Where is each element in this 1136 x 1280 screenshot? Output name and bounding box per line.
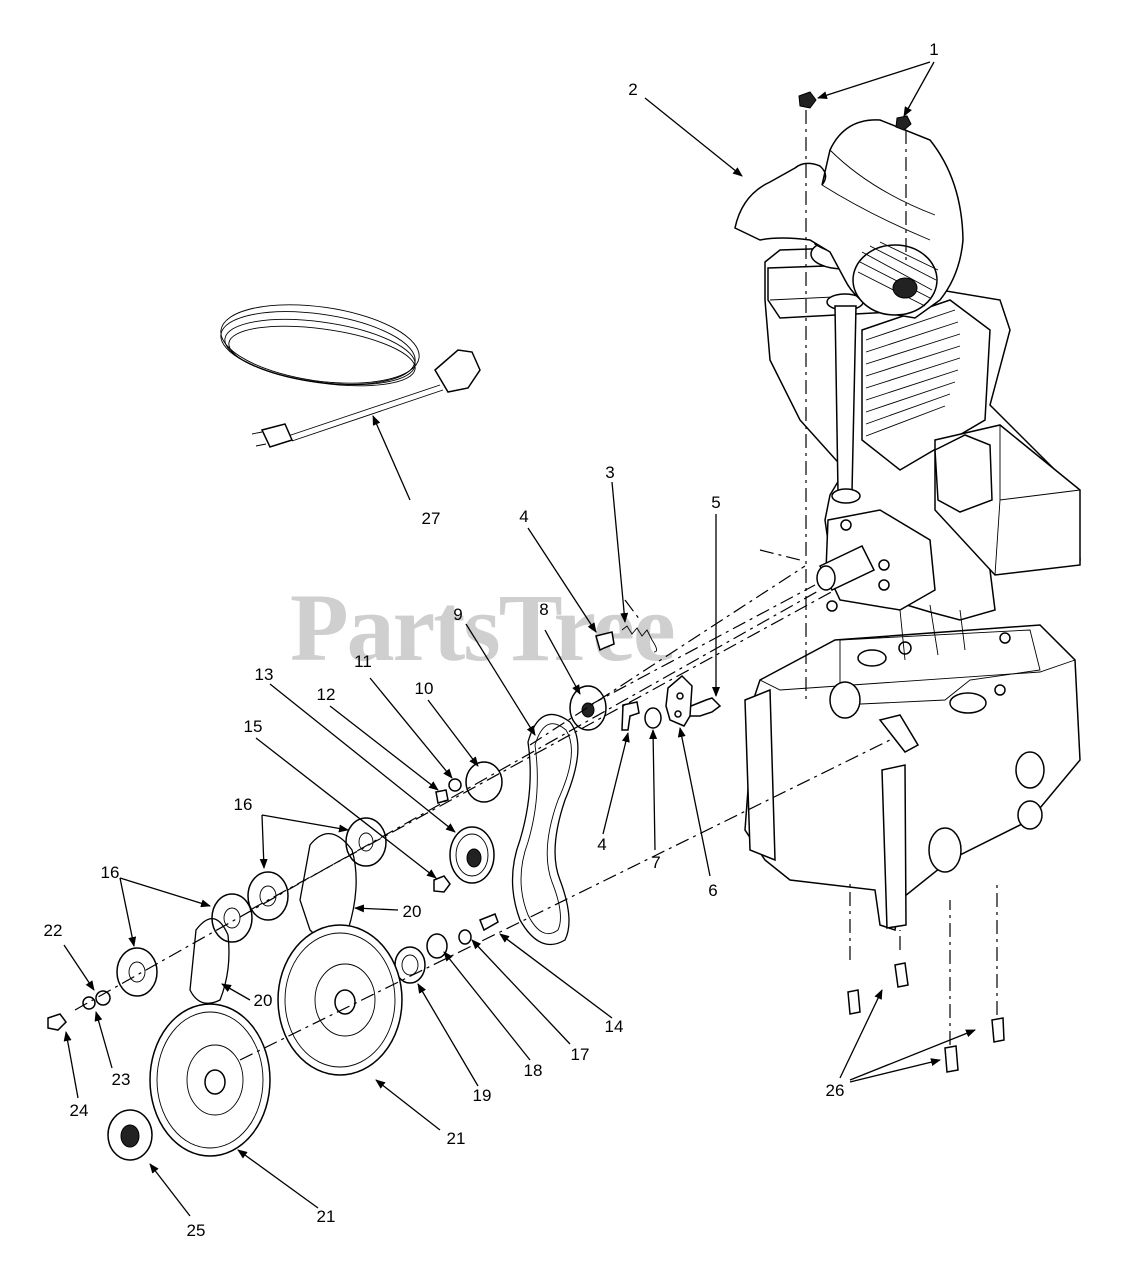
callout-19: 19 — [473, 1086, 492, 1105]
callout-17: 17 — [571, 1045, 590, 1064]
callout-20-lower: 20 — [254, 991, 273, 1010]
power-cord — [220, 304, 481, 448]
leader-arrows — [63, 61, 976, 1217]
callout-8: 8 — [539, 600, 548, 619]
engine-assembly — [734, 119, 1081, 931]
callout-11: 11 — [354, 652, 372, 671]
callout-18: 18 — [524, 1061, 543, 1080]
callout-9: 9 — [453, 605, 462, 624]
callout-4: 4 — [519, 507, 528, 526]
callout-7: 7 — [651, 853, 660, 872]
callout-5: 5 — [711, 493, 720, 512]
callout-26: 26 — [826, 1081, 845, 1100]
callout-24: 24 — [70, 1101, 89, 1120]
callout-25: 25 — [187, 1221, 206, 1240]
callout-23: 23 — [112, 1070, 131, 1089]
callout-20: 20 — [403, 902, 422, 921]
callout-16-left: 16 — [101, 863, 120, 882]
callout-10: 10 — [415, 679, 434, 698]
callout-22: 22 — [44, 921, 63, 940]
callout-16: 16 — [234, 795, 253, 814]
callout-15: 15 — [244, 717, 263, 736]
callout-21-lower: 21 — [317, 1207, 336, 1226]
callout-27: 27 — [422, 509, 441, 528]
callout-labels: 1 2 3 4 4 5 6 7 8 9 10 11 12 13 14 15 16… — [44, 40, 939, 1240]
callout-1: 1 — [929, 40, 938, 59]
callout-3: 3 — [605, 463, 614, 482]
callout-14: 14 — [605, 1017, 624, 1036]
callout-4-lower: 4 — [597, 835, 606, 854]
callout-21: 21 — [447, 1129, 466, 1148]
watermark-text: PartsTree — [290, 574, 674, 681]
alignment-lines — [74, 110, 998, 1061]
callout-12: 12 — [317, 685, 336, 704]
hardware-parts — [47, 91, 1005, 1161]
callout-6: 6 — [708, 881, 717, 900]
callout-13: 13 — [255, 665, 274, 684]
callout-2: 2 — [628, 80, 637, 99]
